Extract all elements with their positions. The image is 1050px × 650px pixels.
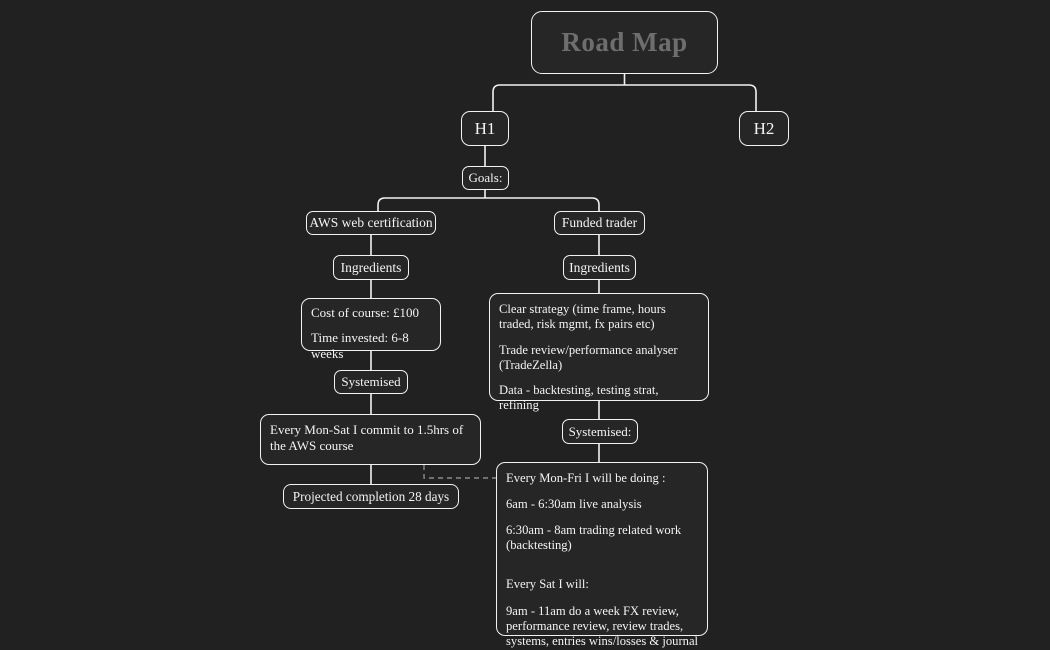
routine-saturday-review: 9am - 11am do a week FX review, performa… xyxy=(506,603,699,648)
node-goals[interactable]: Goals: xyxy=(462,166,509,190)
node-aws-systemised[interactable]: Systemised xyxy=(334,370,408,394)
road-map-title: Road Map xyxy=(561,27,688,57)
h1-label: H1 xyxy=(474,118,496,138)
node-h2[interactable]: H2 xyxy=(739,111,789,146)
h2-label: H2 xyxy=(753,118,775,138)
routine-weekday-heading: Every Mon-Fri I will be doing : xyxy=(506,471,666,485)
trading-ingredient-strategy: Clear strategy (time frame, hours traded… xyxy=(499,302,666,331)
node-aws-projected-completion[interactable]: Projected completion 28 days xyxy=(283,484,459,509)
node-trading-ingredients[interactable]: Ingredients xyxy=(563,255,636,280)
node-aws-cost-time[interactable]: Cost of course: £100 Time invested: 6-8 … xyxy=(301,298,441,361)
node-aws-web-certification[interactable]: AWS web certification xyxy=(306,211,436,235)
funded-trader-label: Funded trader xyxy=(561,215,638,230)
node-aws-ingredients[interactable]: Ingredients xyxy=(333,255,409,280)
aws-systemised-label: Systemised xyxy=(341,374,401,389)
node-trading-routine[interactable]: Every Mon-Fri I will be doing : 6am - 6:… xyxy=(496,462,708,648)
routine-saturday-heading: Every Sat I will: xyxy=(506,577,589,592)
trading-ingredient-review: Trade review/performance analyser (Trade… xyxy=(499,342,678,372)
node-aws-commitment[interactable]: Every Mon-Sat I commit to 1.5hrs of the … xyxy=(260,414,481,465)
node-road-map[interactable]: Road Map xyxy=(531,11,718,74)
node-h1[interactable]: H1 xyxy=(461,111,509,146)
goals-label: Goals: xyxy=(468,170,503,185)
aws-ingredients-label: Ingredients xyxy=(340,259,402,275)
node-trading-systemised[interactable]: Systemised: xyxy=(562,419,638,444)
edge-commit-to-routine-dashed xyxy=(423,465,496,479)
routine-live-analysis: 6am - 6:30am live analysis xyxy=(506,497,642,512)
aws-ingredient-cost: Cost of course: £100 xyxy=(311,305,419,320)
routine-backtesting: 6:30am - 8am trading related work (backt… xyxy=(506,523,682,553)
trading-ingredient-data: Data - backtesting, testing strat, refin… xyxy=(499,383,659,413)
aws-commitment-text: Every Mon-Sat I commit to 1.5hrs of the … xyxy=(270,422,464,453)
trading-ingredients-label: Ingredients xyxy=(569,259,630,275)
edge-goals-to-goalnodes xyxy=(377,197,600,211)
node-funded-trader[interactable]: Funded trader xyxy=(554,211,645,235)
aws-goal-label: AWS web certification xyxy=(309,215,433,230)
aws-projection-text: Projected completion 28 days xyxy=(292,488,450,504)
node-trading-ingredient-details[interactable]: Clear strategy (time frame, hours traded… xyxy=(489,293,709,412)
trading-systemised-label: Systemised: xyxy=(568,423,632,439)
aws-ingredient-time: Time invested: 6-8 weeks xyxy=(311,330,409,361)
edge-title-to-halves xyxy=(492,84,757,111)
